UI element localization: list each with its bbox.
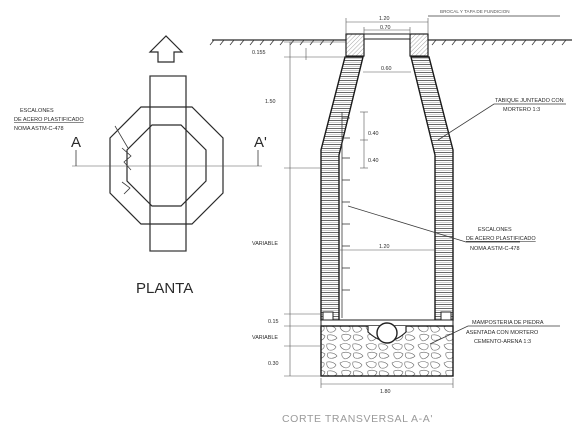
left-dimensions xyxy=(284,41,346,377)
step-rungs xyxy=(341,112,350,318)
plan-steps-label-2: DE ACERO PLASTIFICADO xyxy=(14,117,84,123)
section-steps-label-2: DE ACERO PLASTIFICADO xyxy=(466,236,536,242)
collar-right xyxy=(409,33,429,57)
dim-collar: 0.155 xyxy=(252,50,266,56)
plan-steps-label-3: NOMA ASTM-C-478 xyxy=(14,126,64,132)
plan-outer-octagon xyxy=(109,106,224,225)
section-steps-label-3: NOMA ASTM-C-478 xyxy=(470,246,520,252)
base-label-2: ASENTADA CON MORTERO xyxy=(466,330,539,336)
pipe-icon xyxy=(376,322,398,344)
dim-cone-height: 1.50 xyxy=(265,99,276,105)
dim-base: 0.30 xyxy=(268,361,279,367)
base-label-3: CEMENTO-ARENA 1:3 xyxy=(474,339,531,345)
top-note: BROCAL Y TAPA DE FUNDICION xyxy=(440,9,510,14)
section-mark-right: A' xyxy=(254,134,267,151)
step-spacing xyxy=(360,111,368,169)
plan-inner-octagon xyxy=(126,124,207,207)
plan-view: A A' ESCALONES DE ACERO PLASTIFICADO NOM… xyxy=(14,35,267,297)
ground-hatch xyxy=(209,39,567,46)
dim-step-a: 0.40 xyxy=(368,131,379,137)
dim-body-height: VARIABLE xyxy=(252,241,278,247)
dim-neck-inner: 0.60 xyxy=(381,66,392,72)
dim-body-inner: 1.20 xyxy=(379,244,390,250)
plan-shaft xyxy=(149,75,187,252)
section-view: 0.155 1.50 VARIABLE 0.15 VARIABLE 0.30 1… xyxy=(209,9,572,425)
dim-top-inner: 0.70 xyxy=(380,25,391,31)
section-mark-left: A xyxy=(71,134,81,151)
section-title: CORTE TRANSVERSAL A-A' xyxy=(282,413,433,425)
collar-left xyxy=(345,33,365,57)
plan-steps-label-1: ESCALONES xyxy=(20,108,54,114)
wall-right xyxy=(410,56,454,321)
dim-step-b: 0.40 xyxy=(368,158,379,164)
dim-floor: 0.15 xyxy=(268,319,279,325)
base-label-1: MAMPOSTERIA DE PIEDRA xyxy=(472,320,544,326)
wall-label-1: TABIQUE JUNTEADO CON xyxy=(495,98,564,104)
section-steps-label-1: ESCALONES xyxy=(478,227,512,233)
dim-channel: VARIABLE xyxy=(252,335,278,341)
manhole-cover xyxy=(363,33,411,40)
north-arrow-icon xyxy=(148,35,184,63)
plan-title: PLANTA xyxy=(136,280,193,297)
dim-base-width: 1.80 xyxy=(380,389,391,395)
top-dimensions xyxy=(320,18,454,388)
dim-top-outer: 1.20 xyxy=(379,16,390,22)
wall-label-2: MORTERO 1:3 xyxy=(503,107,540,113)
